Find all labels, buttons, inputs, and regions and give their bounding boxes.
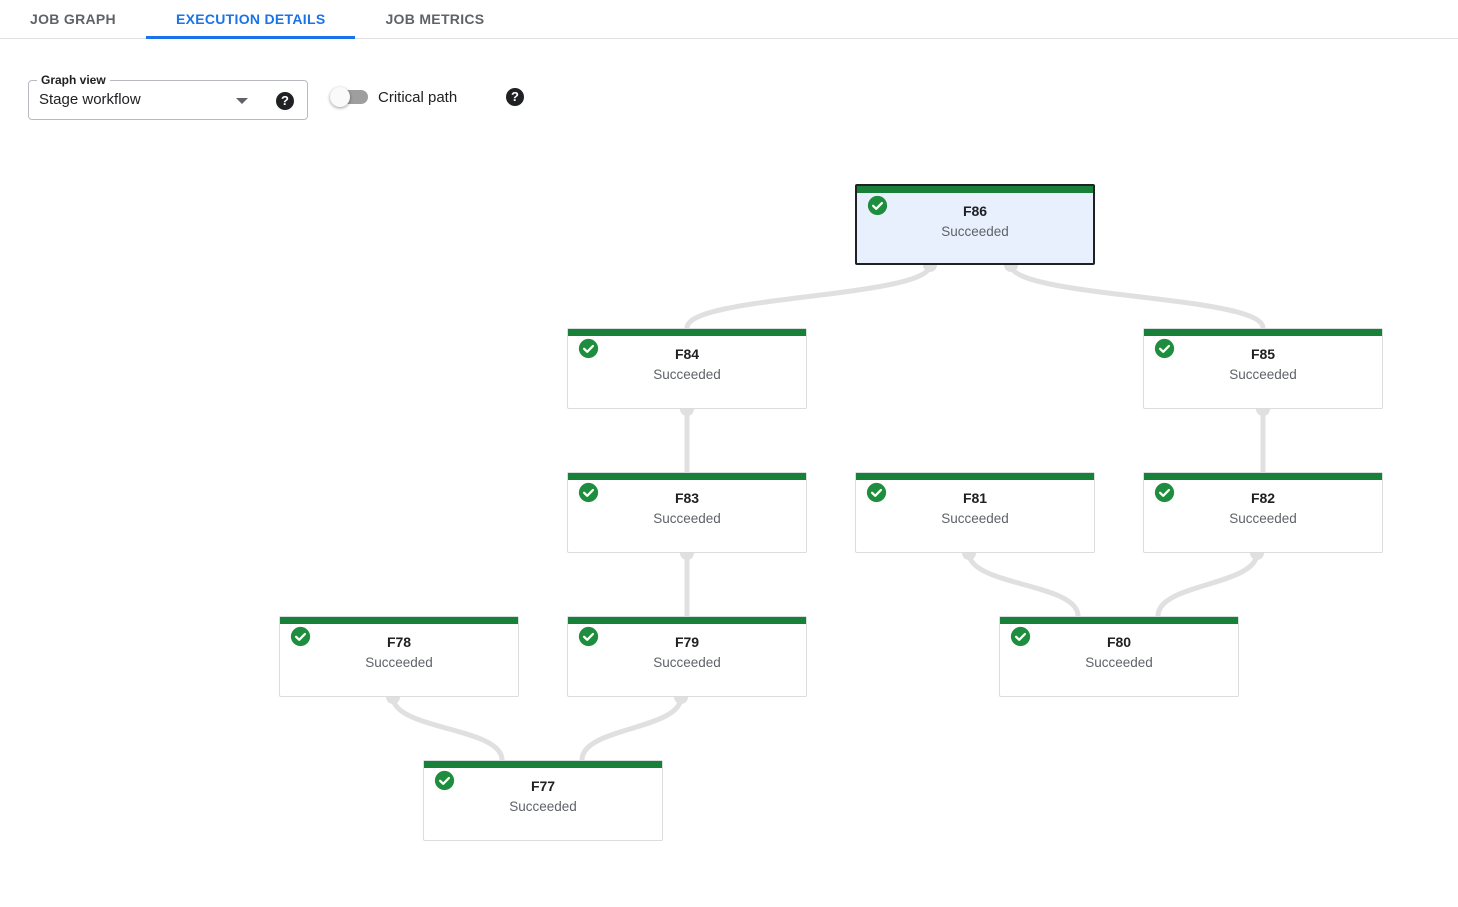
node-title: F86 <box>962 203 988 219</box>
status-bar <box>856 473 1094 480</box>
status-bar <box>857 186 1093 193</box>
check-circle-icon <box>1010 626 1031 647</box>
tab-job-graph[interactable]: JOB GRAPH <box>30 11 116 27</box>
node-title: F83 <box>674 490 700 506</box>
check-circle-icon <box>866 482 887 503</box>
node-status: Succeeded <box>941 511 1009 526</box>
check-circle-icon <box>867 195 888 216</box>
node-status: Succeeded <box>1085 655 1153 670</box>
node-status: Succeeded <box>941 224 1009 239</box>
node-status: Succeeded <box>509 799 577 814</box>
node-status: Succeeded <box>365 655 433 670</box>
help-icon[interactable]: ? <box>276 92 294 110</box>
status-bar <box>1144 329 1382 336</box>
tab-bar: JOB GRAPH EXECUTION DETAILS JOB METRICS <box>0 0 1458 39</box>
node-status: Succeeded <box>653 367 721 382</box>
edge-f81-f80 <box>966 552 1081 617</box>
tab-job-metrics[interactable]: JOB METRICS <box>385 11 485 27</box>
node-status: Succeeded <box>1229 367 1297 382</box>
node-title: F78 <box>386 634 412 650</box>
help-icon[interactable]: ? <box>506 88 524 106</box>
status-bar <box>568 473 806 480</box>
status-bar <box>1144 473 1382 480</box>
check-circle-icon <box>1154 338 1175 359</box>
graph-view-label: Graph view <box>37 72 110 88</box>
status-bar <box>1000 617 1238 624</box>
node-status: Succeeded <box>653 655 721 670</box>
edge-f79-f77 <box>579 696 684 761</box>
critical-path-label: Critical path <box>378 89 458 106</box>
check-circle-icon <box>578 626 599 647</box>
edge-f82-f80 <box>1155 552 1260 617</box>
graph-view-value: Stage workflow <box>39 91 141 108</box>
check-circle-icon <box>578 338 599 359</box>
check-circle-icon <box>578 482 599 503</box>
status-bar <box>424 761 662 768</box>
check-circle-icon <box>434 770 455 791</box>
node-title: F77 <box>530 778 556 794</box>
node-title: F84 <box>674 346 700 362</box>
node-status: Succeeded <box>653 511 721 526</box>
check-circle-icon <box>1154 482 1175 503</box>
edge-f86-f85 <box>1008 264 1266 329</box>
node-title: F82 <box>1250 490 1276 506</box>
node-title: F80 <box>1106 634 1132 650</box>
edge-f86-f84 <box>684 264 933 329</box>
node-title: F85 <box>1250 346 1276 362</box>
toggle-thumb <box>330 87 350 107</box>
status-bar <box>280 617 518 624</box>
tab-execution-details[interactable]: EXECUTION DETAILS <box>145 0 356 39</box>
graph-view-select[interactable]: Graph view Stage workflow ? <box>28 72 308 120</box>
status-bar <box>568 329 806 336</box>
node-status: Succeeded <box>1229 511 1297 526</box>
edge-f78-f77 <box>390 696 505 761</box>
check-circle-icon <box>290 626 311 647</box>
chevron-down-icon[interactable] <box>236 98 248 104</box>
status-bar <box>568 617 806 624</box>
critical-path-toggle[interactable] <box>330 87 368 107</box>
node-title: F81 <box>962 490 988 506</box>
node-title: F79 <box>674 634 700 650</box>
